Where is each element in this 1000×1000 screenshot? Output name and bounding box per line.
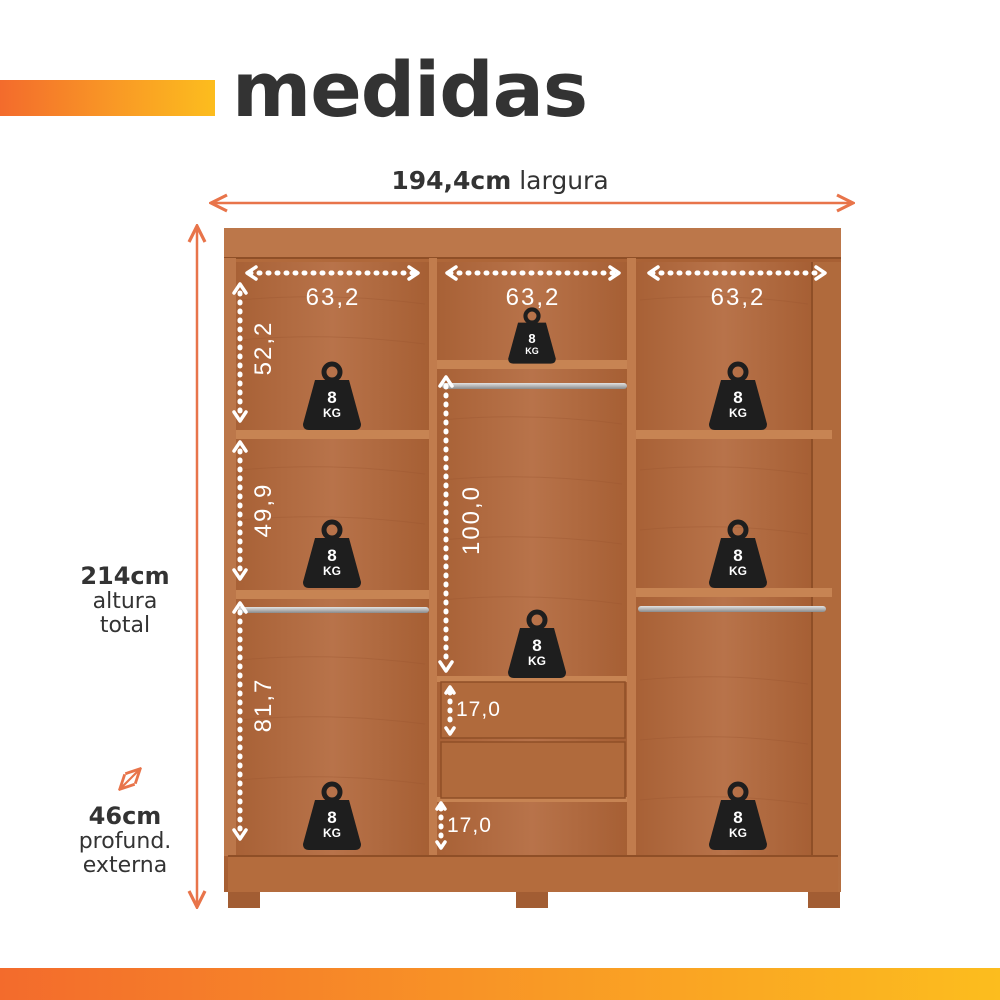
top-panel — [224, 228, 841, 258]
depth-value: 46cm — [88, 802, 162, 830]
width-word: largura — [519, 166, 609, 195]
accent-bar — [0, 80, 215, 116]
page-title: medidas — [232, 45, 588, 134]
right-compartment — [636, 262, 812, 856]
inner-arrowheads — [232, 265, 827, 850]
hanging-rod-right — [638, 606, 826, 612]
depth-label: 46cm profund. externa — [52, 802, 198, 878]
foot-left — [228, 892, 260, 908]
hanging-rod-left — [238, 607, 429, 613]
width-dim-center: 63,2 — [505, 284, 561, 311]
foot-center — [516, 892, 548, 908]
drawer-height-bottom: 17,0 — [447, 814, 492, 837]
height-word-2: total — [99, 613, 151, 638]
depth-arrow-icon — [121, 770, 139, 788]
bottom-accent-bar — [0, 968, 1000, 1000]
drawer-top — [440, 681, 626, 739]
width-dim-left: 63,2 — [305, 284, 361, 311]
height-dim-top: 52,2 — [250, 320, 277, 376]
height-dim-middle: 49,9 — [250, 482, 277, 538]
foot-right — [808, 892, 840, 908]
depth-word-2: externa — [82, 853, 168, 878]
height-dim-bottom: 81,7 — [250, 677, 277, 733]
inner-dimension-lines — [237, 270, 825, 846]
height-value: 214cm — [80, 562, 170, 590]
base-plinth — [228, 856, 838, 892]
divider-left — [429, 258, 437, 856]
width-label: 194,4cm largura — [0, 163, 1000, 199]
divider-right — [627, 258, 636, 856]
wood-grain — [239, 296, 809, 805]
height-word-1: altura — [92, 589, 158, 614]
width-value: 194,4cm — [391, 166, 512, 195]
hanging-rod-center — [442, 383, 627, 389]
height-dim-center: 100,0 — [458, 484, 485, 556]
depth-word-1: profund. — [78, 829, 172, 854]
drawer-bottom — [440, 741, 626, 799]
drawer-height-top: 17,0 — [456, 698, 501, 721]
height-label: 214cm altura total — [52, 562, 198, 638]
width-dim-right: 63,2 — [710, 284, 766, 311]
